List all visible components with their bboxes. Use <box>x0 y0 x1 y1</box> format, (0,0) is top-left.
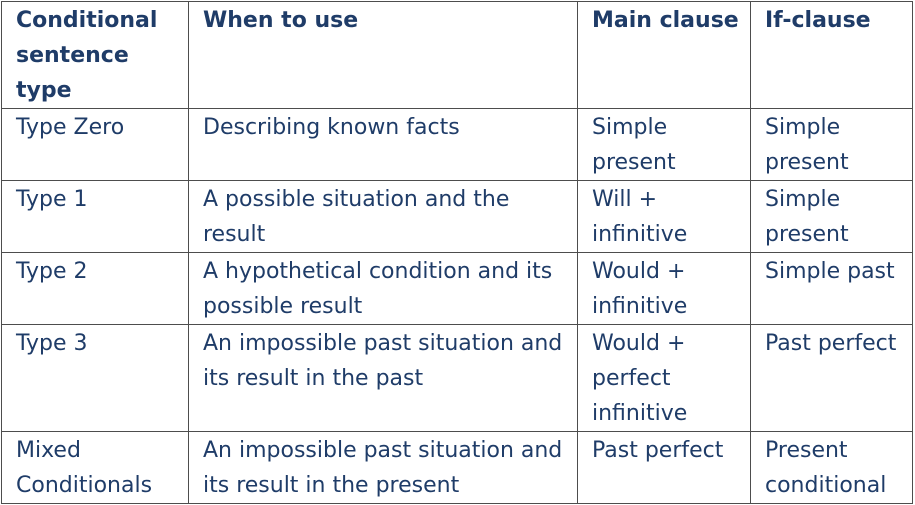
table-row: Type Zero Describing known facts Simple … <box>1 108 913 181</box>
cell-main-clause: Simple present <box>577 108 751 181</box>
cell-type: Type Zero <box>1 108 189 181</box>
cell-if-clause: Simple present <box>750 108 913 181</box>
cell-main-clause: Would + infinitive <box>577 252 751 325</box>
cell-if-clause: Present conditional <box>750 431 913 504</box>
cell-when-to-use: An impossible past situation and its res… <box>188 431 578 504</box>
cell-main-clause: Would + perfect infinitive <box>577 324 751 432</box>
table-row: Mixed Conditionals An impossible past si… <box>1 431 913 504</box>
table-header-row: Conditional sentence type When to use Ma… <box>1 1 913 109</box>
cell-if-clause: Past perfect <box>750 324 913 432</box>
header-conditional-type: Conditional sentence type <box>1 1 189 109</box>
table-row: Type 3 An impossible past situation and … <box>1 324 913 432</box>
cell-when-to-use: An impossible past situation and its res… <box>188 324 578 432</box>
cell-type: Type 2 <box>1 252 189 325</box>
cell-main-clause: Will + infinitive <box>577 180 751 253</box>
header-main-clause: Main clause <box>577 1 751 109</box>
cell-if-clause: Simple present <box>750 180 913 253</box>
header-when-to-use: When to use <box>188 1 578 109</box>
cell-when-to-use: A hypothetical condition and its possibl… <box>188 252 578 325</box>
cell-type: Mixed Conditionals <box>1 431 189 504</box>
table-row: Type 2 A hypothetical condition and its … <box>1 252 913 325</box>
table-row: Type 1 A possible situation and the resu… <box>1 180 913 253</box>
header-if-clause: If-clause <box>750 1 913 109</box>
cell-if-clause: Simple past <box>750 252 913 325</box>
cell-main-clause: Past perfect <box>577 431 751 504</box>
cell-type: Type 3 <box>1 324 189 432</box>
cell-when-to-use: A possible situation and the result <box>188 180 578 253</box>
cell-when-to-use: Describing known facts <box>188 108 578 181</box>
cell-type: Type 1 <box>1 180 189 253</box>
